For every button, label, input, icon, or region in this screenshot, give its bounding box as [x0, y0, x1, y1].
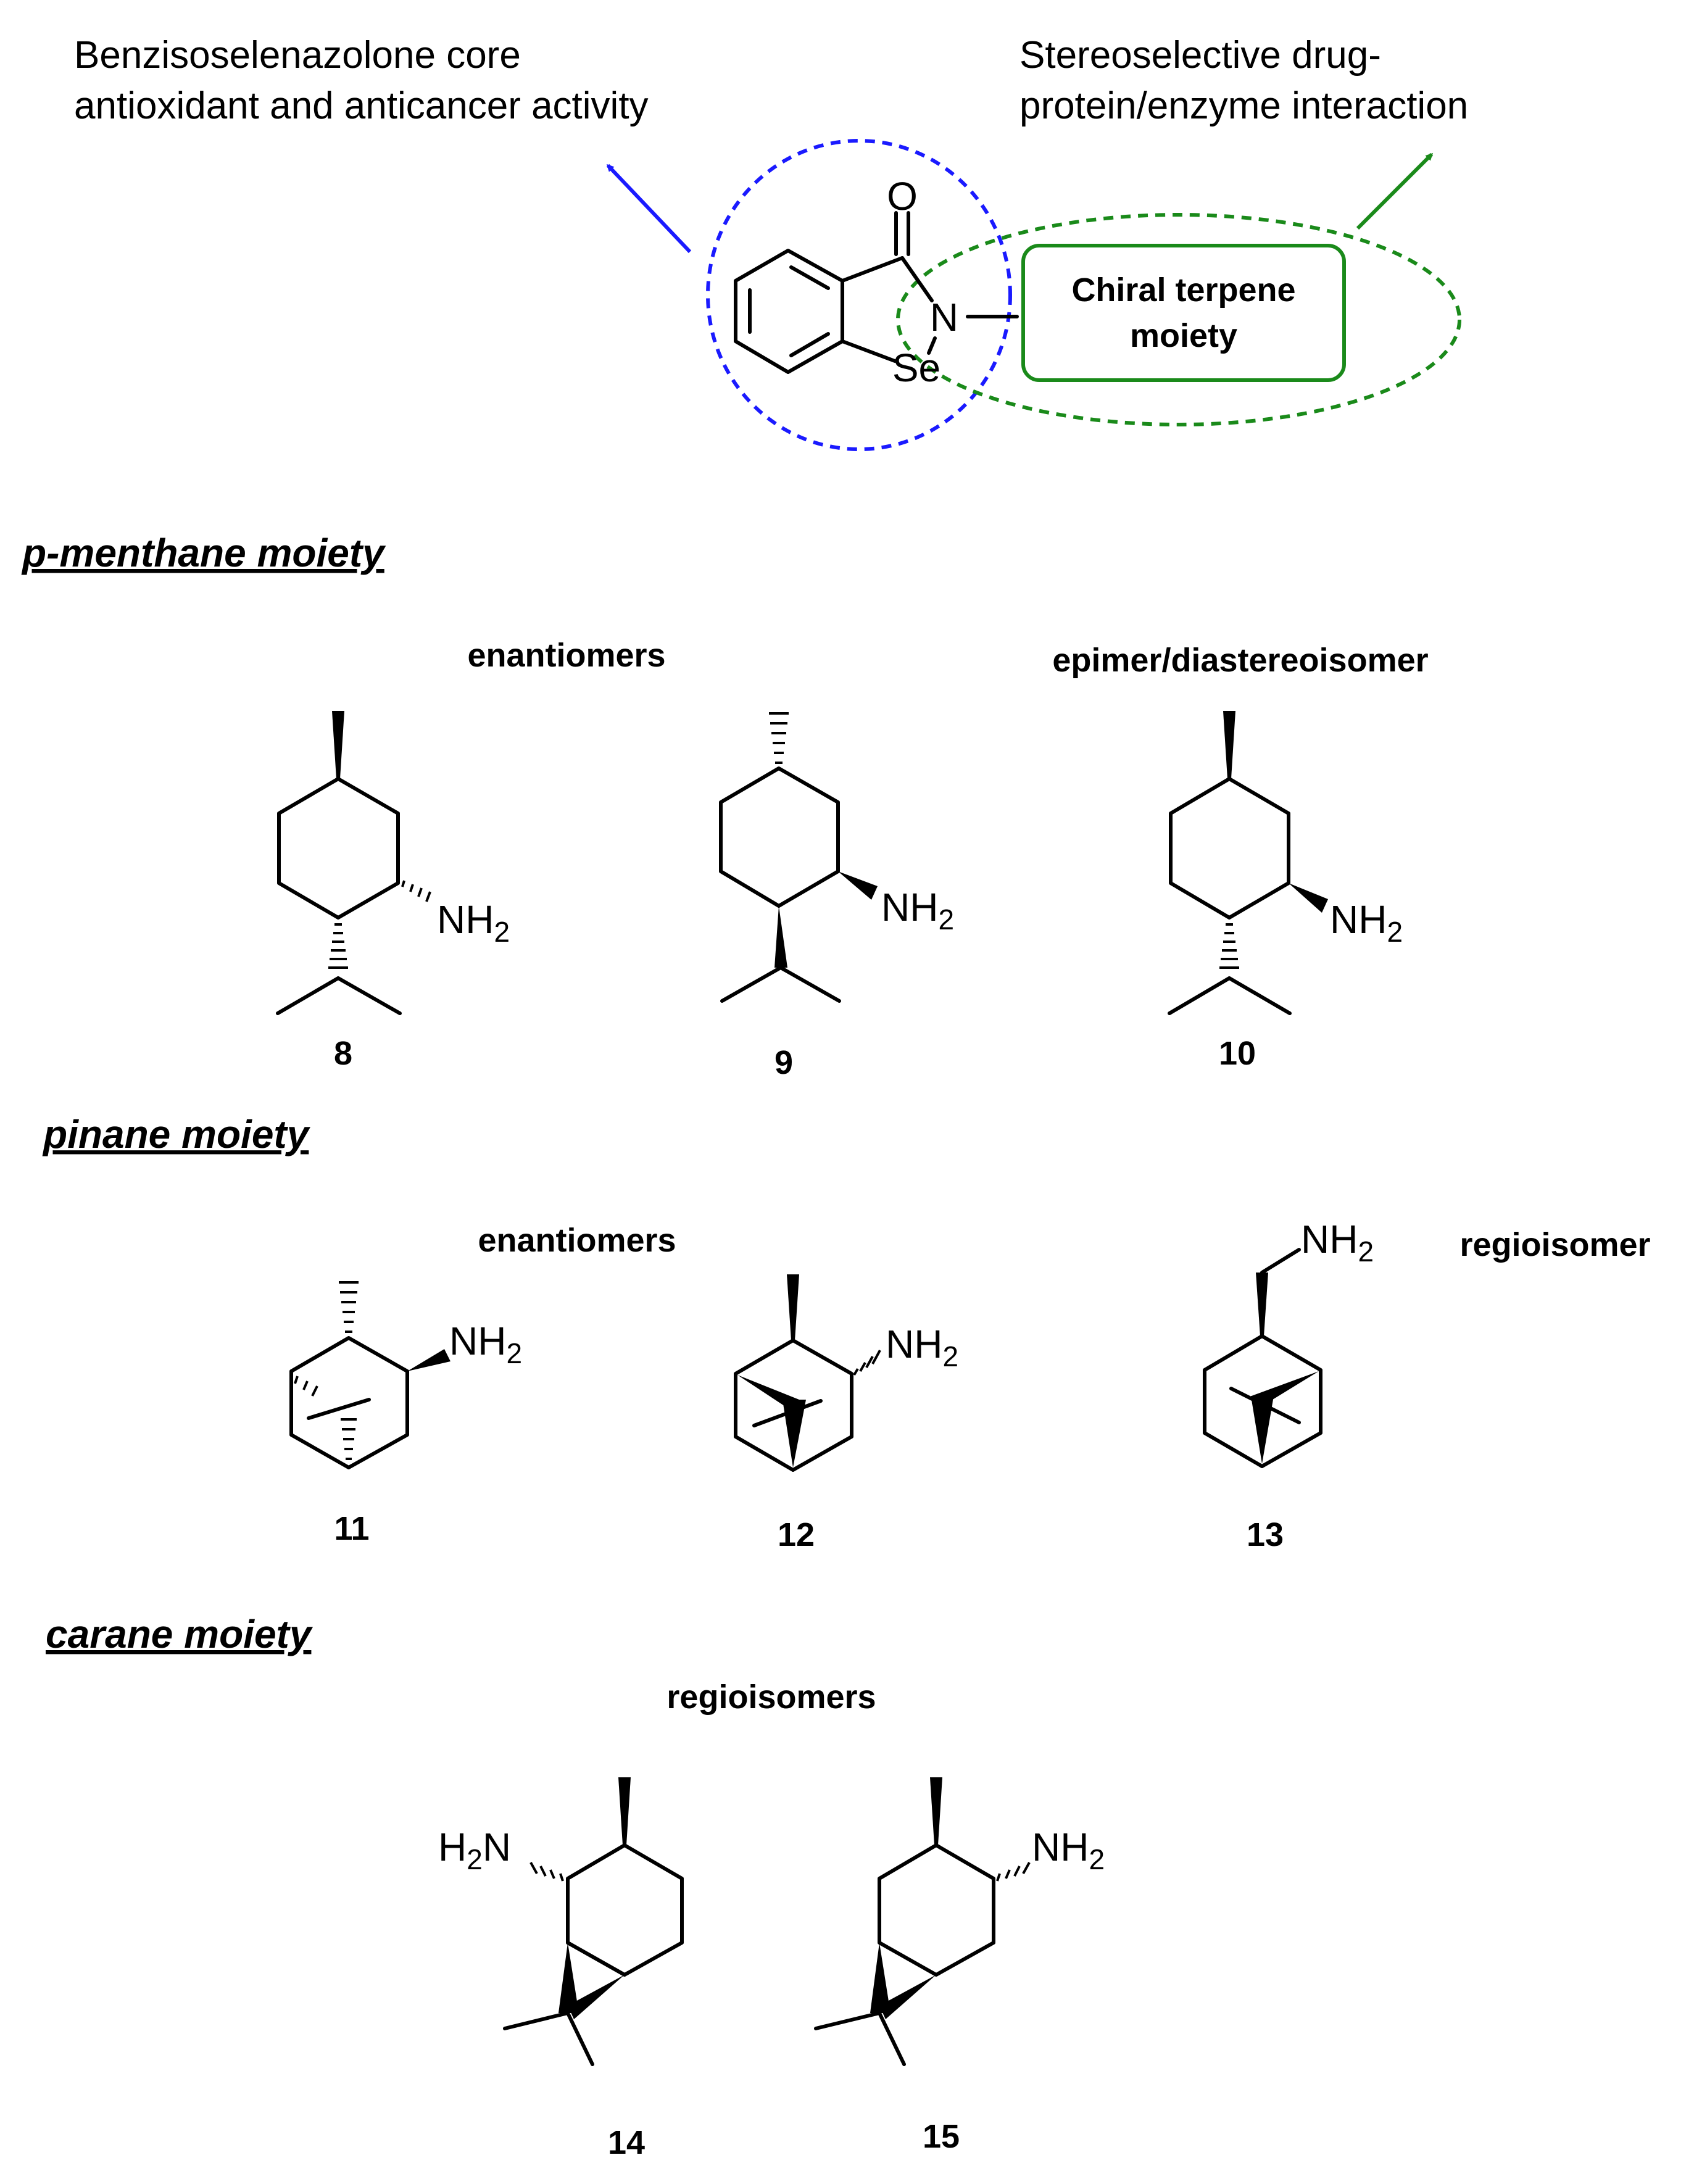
menthane-epimer-note: epimer/diastereoisomer [1052, 642, 1428, 679]
compound-13: NH2 13 [1203, 1217, 1374, 1553]
compound-12: NH2 12 [734, 1274, 958, 1553]
hashed-bond [401, 880, 431, 902]
hashed-bond [1219, 923, 1239, 969]
terpene-caption-line1: Stereoselective drug- [1019, 34, 1381, 77]
hashed-bond [328, 923, 348, 969]
selenium-label: Se [892, 346, 940, 390]
hashed-bond [529, 1862, 564, 1882]
core-highlight-circle [706, 139, 1012, 451]
carane-regioisomers-note: regioisomers [666, 1679, 876, 1716]
amine-label: NH2 [437, 897, 510, 948]
compound-9: NH2 9 [719, 712, 954, 1081]
chiral-terpene-box-line1: Chiral terpene [1071, 272, 1295, 309]
core-arrow [606, 164, 692, 254]
menthane-enantiomers-note: enantiomers [467, 637, 665, 674]
p-menthane-section: p-menthane moiety enantiomers epimer/dia… [21, 531, 1429, 1081]
amine-label: NH2 [1032, 1825, 1105, 1875]
carane-title: carane moiety [46, 1612, 313, 1656]
terpene-highlight-ellipse [896, 213, 1461, 426]
pinane-section: pinane moiety enantiomers regioisomer NH [42, 1112, 1651, 1553]
carbonyl-oxygen-label: O [887, 174, 918, 218]
compound-10: NH2 10 [1168, 711, 1403, 1072]
hashed-bond [769, 712, 789, 764]
amine-label: NH2 [1330, 897, 1403, 948]
amine-label: NH2 [449, 1319, 522, 1369]
terpene-arrow [1356, 152, 1434, 230]
hashed-bond [853, 1350, 881, 1376]
amine-label: H2N [438, 1825, 511, 1875]
compound-number-9: 9 [774, 1044, 793, 1081]
compound-15: NH2 15 [814, 1777, 1105, 2155]
compound-number-8: 8 [334, 1035, 352, 1072]
core-caption-line2: antioxidant and anticancer activity [74, 85, 649, 127]
p-menthane-title: p-menthane moiety [21, 531, 386, 575]
pinane-regioisomer-note: regioisomer [1459, 1226, 1650, 1263]
pinane-enantiomers-note: enantiomers [478, 1222, 676, 1259]
compound-8: NH2 8 [276, 711, 510, 1072]
terpene-caption-line2: protein/enzyme interaction [1019, 85, 1468, 127]
compound-number-15: 15 [923, 2118, 960, 2155]
chiral-terpene-box [1021, 244, 1346, 382]
pinane-title: pinane moiety [42, 1112, 311, 1156]
compound-11: NH2 11 [289, 1281, 522, 1547]
compound-number-13: 13 [1247, 1516, 1284, 1553]
nitrogen-label: N [930, 295, 958, 339]
benzisoselenazolone-core: O N Se [734, 174, 1019, 390]
header: Benzisoselenazolone core antioxidant and… [74, 34, 1468, 451]
compound-number-11: 11 [334, 1510, 369, 1547]
amine-label: NH2 [886, 1322, 958, 1372]
core-caption-line1: Benzisoselenazolone core [74, 34, 521, 77]
compound-number-12: 12 [778, 1516, 815, 1553]
carane-section: carane moiety regioisomers H2N 14 [46, 1612, 1105, 2161]
amine-label: NH2 [1301, 1217, 1374, 1268]
amine-label: NH2 [881, 885, 954, 936]
hashed-bond [996, 1862, 1031, 1882]
compound-number-14: 14 [608, 2124, 645, 2161]
compound-number-10: 10 [1219, 1035, 1256, 1072]
hashed-bond [341, 1418, 357, 1460]
compound-14: H2N 14 [438, 1777, 684, 2161]
hashed-bond [294, 1376, 318, 1397]
hashed-bond [339, 1281, 359, 1333]
chiral-terpene-box-line2: moiety [1130, 317, 1237, 354]
